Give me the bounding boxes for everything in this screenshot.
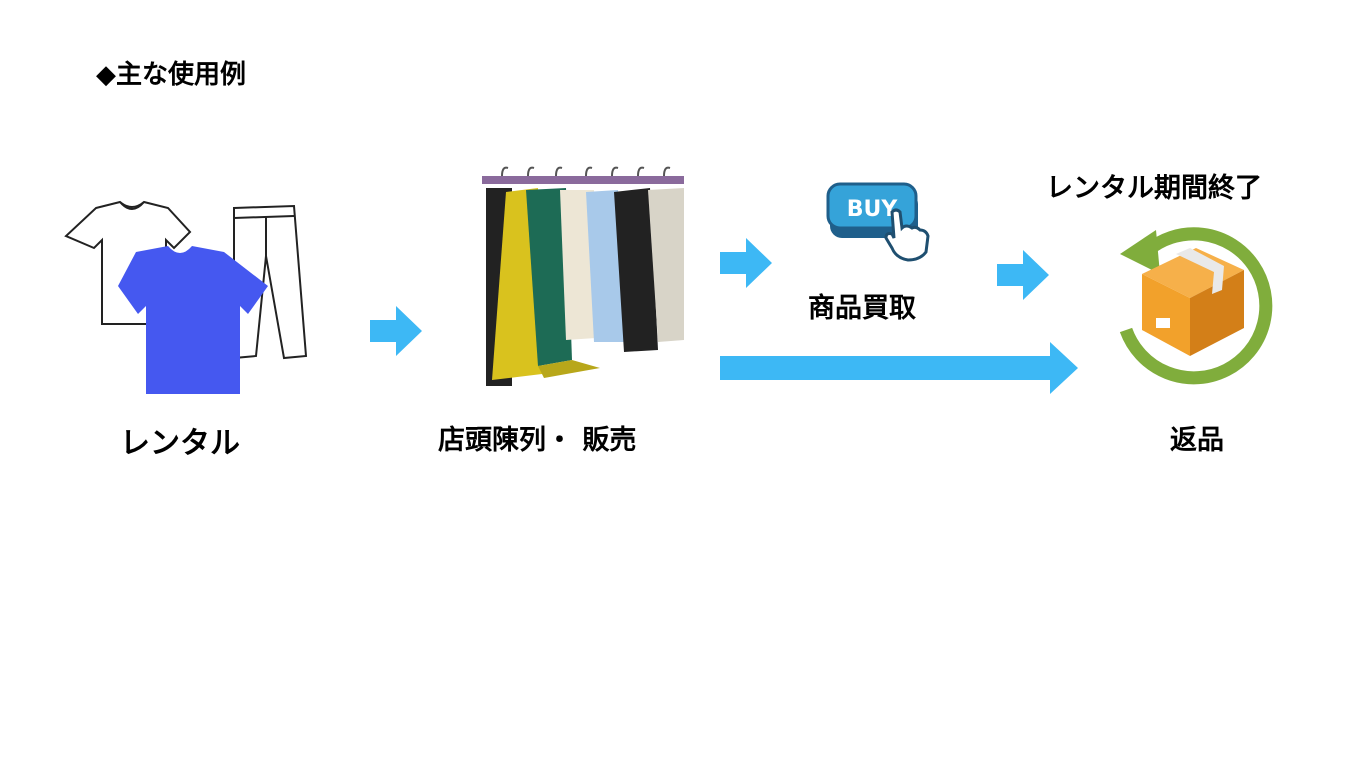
buy-button-icon: BUY — [826, 182, 930, 262]
arrow-to-purchase — [720, 238, 772, 288]
step-label-purchase: 商品買取 — [808, 293, 916, 324]
page-heading: ◆主な使用例 — [96, 60, 246, 90]
step-label-rental-end: レンタル期間終了 — [1046, 173, 1262, 204]
buy-button-text: BUY — [847, 197, 899, 222]
step-label-display-sale: 店頭陳列・ 販売 — [438, 425, 637, 456]
rental-clothes-illustration — [64, 200, 308, 394]
return-cycle-icon — [1119, 227, 1273, 385]
tshirt-icon — [118, 246, 268, 394]
arrow-to-display — [370, 306, 422, 356]
arrow-display-to-return — [720, 342, 1078, 394]
step-label-return: 返品 — [1170, 425, 1224, 456]
pointer-hand-icon — [884, 208, 930, 262]
step-label-rental: レンタル — [120, 426, 240, 461]
arrow-to-return-from-purchase — [997, 250, 1049, 300]
clothes-rack-icon — [482, 166, 684, 386]
package-icon — [1142, 248, 1244, 356]
